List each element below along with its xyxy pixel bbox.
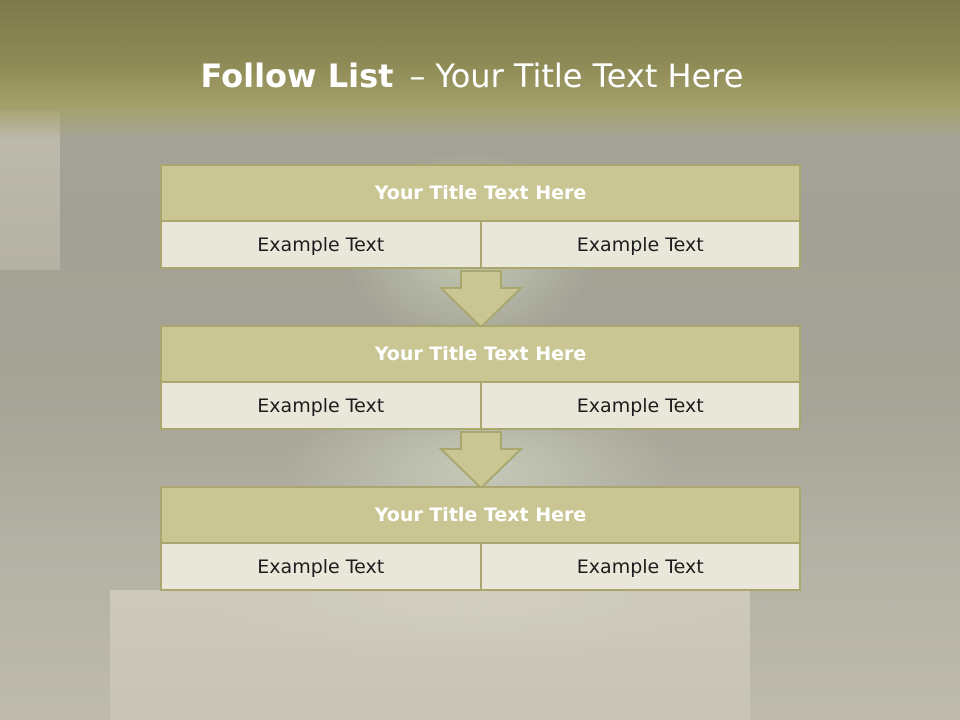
title-bold: Follow List [200, 57, 394, 95]
down-arrow-icon [439, 270, 523, 328]
step-block-1: Your Title Text Here Example Text Exampl… [160, 164, 801, 269]
step-2-right-cell: Example Text [479, 381, 801, 430]
step-title-3: Your Title Text Here [160, 486, 801, 544]
step-block-3: Your Title Text Here Example Text Exampl… [160, 486, 801, 591]
step-row-3: Example Text Example Text [160, 542, 801, 591]
down-arrow-icon [439, 431, 523, 489]
title-rest: Your Title Text Here [435, 57, 744, 95]
title-separator: – [409, 57, 426, 95]
step-3-left-cell: Example Text [160, 542, 482, 591]
step-row-1: Example Text Example Text [160, 220, 801, 269]
step-row-2: Example Text Example Text [160, 381, 801, 430]
step-title-2: Your Title Text Here [160, 325, 801, 383]
background-gift-box [110, 590, 750, 720]
step-1-left-cell: Example Text [160, 220, 482, 269]
slide-title: Follow List–Your Title Text Here [0, 56, 944, 96]
step-3-right-cell: Example Text [479, 542, 801, 591]
step-title-1: Your Title Text Here [160, 164, 801, 222]
step-1-right-cell: Example Text [479, 220, 801, 269]
title-band [0, 0, 960, 140]
step-block-2: Your Title Text Here Example Text Exampl… [160, 325, 801, 430]
step-2-left-cell: Example Text [160, 381, 482, 430]
